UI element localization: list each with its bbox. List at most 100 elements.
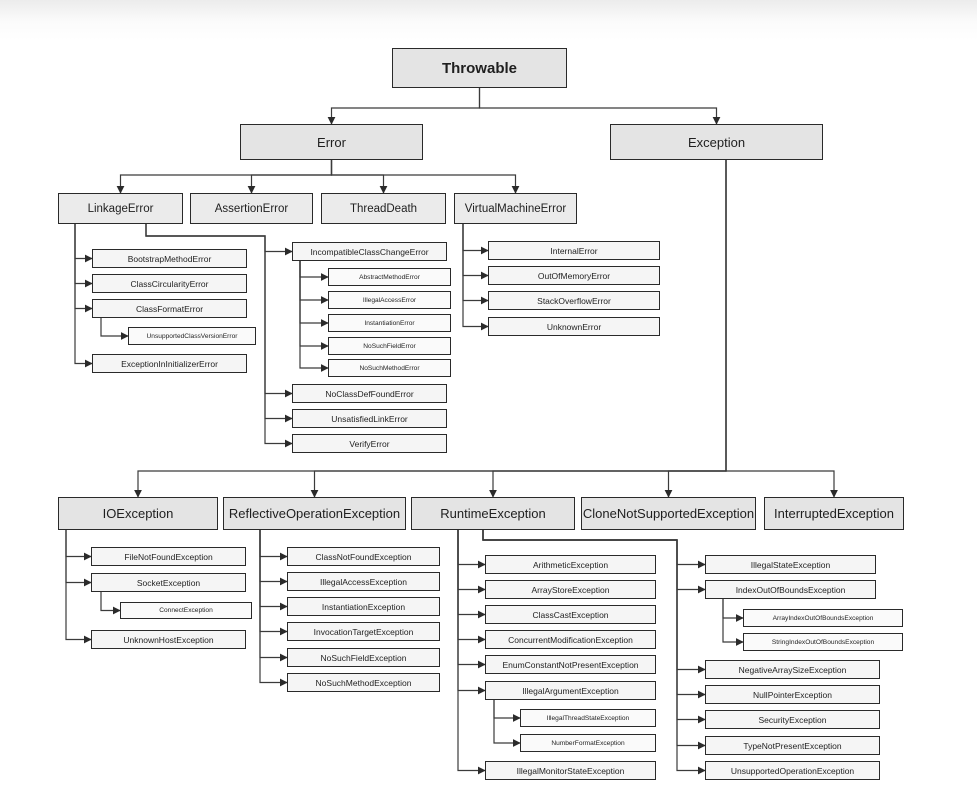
node-unsupported-class-version-error: UnsupportedClassVersionError	[128, 327, 256, 345]
connector-error-to-linkage_error	[116, 160, 333, 194]
connector-reflective_operation_exception-to-instantiation_exception	[259, 530, 288, 611]
connector-incompatible_class_change_error-to-instantiation_error	[299, 261, 329, 327]
node-out-of-memory-error: OutOfMemoryError	[488, 266, 660, 285]
node-internal-error: InternalError	[488, 241, 660, 260]
node-number-format-exception: NumberFormatException	[520, 734, 656, 752]
connector-runtime_exception-to-array_store_exception	[457, 530, 486, 594]
node-linkage-error: LinkageError	[58, 193, 183, 224]
connector-runtime_exception-to-unsupported_operation_exception	[482, 530, 706, 775]
connector-virtual_machine_error-to-unknown_error	[462, 224, 489, 331]
node-bootstrap-method-error: BootstrapMethodError	[92, 249, 247, 268]
connector-throwable-to-exception	[478, 88, 721, 125]
node-assertion-error: AssertionError	[190, 193, 313, 224]
node-verify-error: VerifyError	[292, 434, 447, 453]
node-illegal-access-exception: IllegalAccessException	[287, 572, 440, 591]
node-class-format-error: ClassFormatError	[92, 299, 247, 318]
connector-reflective_operation_exception-to-no_such_method_exception	[259, 530, 288, 687]
connector-linkage_error-to-bootstrap_method_error	[74, 224, 93, 263]
connector-linkage_error-to-class_circularity_error	[74, 224, 93, 288]
connector-runtime_exception-to-class_cast_exception	[457, 530, 486, 619]
node-no-such-field-exception: NoSuchFieldException	[287, 648, 440, 667]
node-io-exception: IOException	[58, 497, 218, 530]
node-stack-overflow-error: StackOverflowError	[488, 291, 660, 310]
node-socket-exception: SocketException	[91, 573, 246, 592]
node-unknown-host-exception: UnknownHostException	[91, 630, 246, 649]
node-class-not-found-exception: ClassNotFoundException	[287, 547, 440, 566]
connector-virtual_machine_error-to-stack_overflow_error	[462, 224, 489, 305]
node-abstract-method-error: AbstractMethodError	[328, 268, 451, 286]
node-security-exception: SecurityException	[705, 710, 880, 729]
connector-index_out_of_bounds_exception-to-array_index_out_of_bounds_exception	[722, 599, 744, 622]
node-null-pointer-exception: NullPointerException	[705, 685, 880, 704]
node-throwable: Throwable	[392, 48, 567, 88]
connector-incompatible_class_change_error-to-no_such_method_error	[299, 261, 329, 372]
node-array-index-out-of-bounds-exception: ArrayIndexOutOfBoundsException	[743, 609, 903, 627]
node-illegal-state-exception: IllegalStateException	[705, 555, 876, 574]
connector-exception-to-interrupted_exception	[725, 160, 838, 498]
connector-socket_exception-to-connect_exception	[100, 592, 121, 615]
connector-virtual_machine_error-to-internal_error	[462, 224, 489, 255]
connector-error-to-virtual_machine_error	[330, 160, 520, 194]
node-array-store-exception: ArrayStoreException	[485, 580, 656, 599]
connector-illegal_argument_exception-to-number_format_exception	[493, 700, 521, 747]
connector-linkage_error-to-incompatible_class_change_error	[145, 224, 293, 256]
node-class-cast-exception: ClassCastException	[485, 605, 656, 624]
node-illegal-argument-exception: IllegalArgumentException	[485, 681, 656, 700]
connector-runtime_exception-to-enum_constant_not_present_exception	[457, 530, 486, 669]
node-string-index-out-of-bounds-exception: StringIndexOutOfBoundsException	[743, 633, 903, 651]
connector-linkage_error-to-exception_in_initializer_error	[74, 224, 93, 368]
node-illegal-monitor-state-exception: IllegalMonitorStateException	[485, 761, 656, 780]
connector-virtual_machine_error-to-out_of_memory_error	[462, 224, 489, 280]
node-file-not-found-exception: FileNotFoundException	[91, 547, 246, 566]
connector-runtime_exception-to-illegal_monitor_state_exception	[457, 530, 486, 775]
node-unsatisfied-link-error: UnsatisfiedLinkError	[292, 409, 447, 428]
connector-reflective_operation_exception-to-no_such_field_exception	[259, 530, 288, 662]
node-illegal-access-error: IllegalAccessError	[328, 291, 451, 309]
node-invocation-target-exception: InvocationTargetException	[287, 622, 440, 641]
node-reflective-operation-exception: ReflectiveOperationException	[223, 497, 406, 530]
connector-runtime_exception-to-illegal_argument_exception	[457, 530, 486, 695]
connector-runtime_exception-to-arithmetic_exception	[457, 530, 486, 569]
node-clone-not-supported-exception: CloneNotSupportedException	[581, 497, 756, 530]
node-arithmetic-exception: ArithmeticException	[485, 555, 656, 574]
node-illegal-thread-state-exception: IllegalThreadStateException	[520, 709, 656, 727]
connector-linkage_error-to-verify_error	[145, 224, 293, 448]
node-negative-array-size-exception: NegativeArraySizeException	[705, 660, 880, 679]
connector-exception-to-clone_not_supported_exception	[664, 160, 727, 498]
node-unsupported-operation-exception: UnsupportedOperationException	[705, 761, 880, 780]
connector-runtime_exception-to-concurrent_modification_exception	[457, 530, 486, 644]
node-virtual-machine-error: VirtualMachineError	[454, 193, 577, 224]
node-error: Error	[240, 124, 423, 160]
node-no-such-method-exception: NoSuchMethodException	[287, 673, 440, 692]
connector-linkage_error-to-class_format_error	[74, 224, 93, 313]
node-instantiation-error: InstantiationError	[328, 314, 451, 332]
connector-throwable-to-error	[327, 88, 481, 125]
connector-reflective_operation_exception-to-illegal_access_exception	[259, 530, 288, 586]
connector-io_exception-to-file_not_found_exception	[65, 530, 92, 561]
connector-io_exception-to-unknown_host_exception	[65, 530, 92, 644]
connector-error-to-assertion_error	[247, 160, 333, 194]
node-incompatible-class-change-error: IncompatibleClassChangeError	[292, 242, 447, 261]
node-exception-in-initializer-error: ExceptionInInitializerError	[92, 354, 247, 373]
node-concurrent-modification-exception: ConcurrentModificationException	[485, 630, 656, 649]
node-thread-death: ThreadDeath	[321, 193, 446, 224]
connector-reflective_operation_exception-to-invocation_target_exception	[259, 530, 288, 636]
connector-incompatible_class_change_error-to-no_such_field_error	[299, 261, 329, 350]
connector-index_out_of_bounds_exception-to-string_index_out_of_bounds_exception	[722, 599, 744, 646]
node-instantiation-exception: InstantiationException	[287, 597, 440, 616]
node-runtime-exception: RuntimeException	[411, 497, 575, 530]
node-exception: Exception	[610, 124, 823, 160]
node-no-such-method-error: NoSuchMethodError	[328, 359, 451, 377]
node-connect-exception: ConnectException	[120, 602, 252, 619]
connector-error-to-thread_death	[330, 160, 388, 194]
node-type-not-present-exception: TypeNotPresentException	[705, 736, 880, 755]
connector-illegal_argument_exception-to-illegal_thread_state_exception	[493, 700, 521, 722]
node-unknown-error: UnknownError	[488, 317, 660, 336]
connector-incompatible_class_change_error-to-illegal_access_error	[299, 261, 329, 304]
node-no-such-field-error: NoSuchFieldError	[328, 337, 451, 355]
node-index-out-of-bounds-exception: IndexOutOfBoundsException	[705, 580, 876, 599]
connector-incompatible_class_change_error-to-abstract_method_error	[299, 261, 329, 281]
connector-class_format_error-to-unsupported_class_version_error	[100, 318, 129, 340]
